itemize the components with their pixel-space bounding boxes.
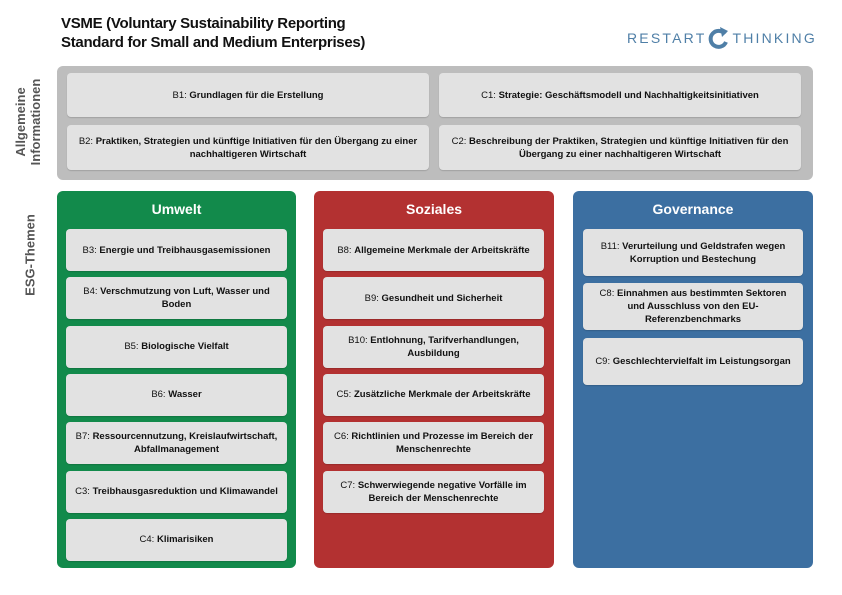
logo-text-left: RESTART — [627, 30, 707, 46]
topic-card: C8: Einnahmen aus bestimmten Sektoren un… — [583, 283, 803, 330]
topic-card: B3: Energie und Treibhausgasemissionen — [66, 229, 287, 271]
topic-text: Geschlechtervielfalt im Leistungsorgan — [612, 356, 791, 367]
topic-label: B5: Biologische Vielfalt — [124, 340, 228, 353]
topic-text: Zusätzliche Merkmale der Arbeitskräfte — [353, 389, 531, 401]
topic-code: C4: — [139, 534, 157, 546]
topic-label: B3: Energie und Treibhausgasemissionen — [83, 244, 271, 257]
topic-card: C2: Beschreibung der Praktiken, Strategi… — [439, 125, 801, 170]
topic-text: Allgemeine Merkmale der Arbeitskräfte — [354, 244, 530, 256]
topic-card: B10: Entlohnung, Tarifverhandlungen, Aus… — [323, 325, 544, 368]
topic-code: B2: — [78, 135, 96, 147]
topic-card: C7: Schwerwiegende negative Vorfälle im … — [323, 470, 544, 513]
logo-text-right: THINKING — [732, 30, 817, 46]
topic-code: B6: — [151, 389, 169, 401]
topic-label: C5: Zusätzliche Merkmale der Arbeitskräf… — [337, 388, 531, 401]
topic-label: B1: Grundlagen für die Erstellung — [173, 89, 324, 102]
topic-code: C2: — [451, 135, 470, 147]
topic-card: B7: Ressourcennutzung, Kreislaufwirtscha… — [66, 422, 287, 465]
topic-card: C9: Geschlechtervielfalt im Leistungsorg… — [583, 338, 803, 385]
topic-text: Treibhausgasreduktion und Klimawandel — [92, 486, 278, 497]
topic-label: B6: Wasser — [151, 388, 201, 401]
topic-card: B1: Grundlagen für die Erstellung — [67, 73, 429, 117]
topic-card: C5: Zusätzliche Merkmale der Arbeitskräf… — [323, 373, 544, 416]
topic-code: B4: — [83, 286, 101, 298]
topic-label: C8: Einnahmen aus bestimmten Sektoren un… — [591, 287, 795, 326]
topic-label: B2: Praktiken, Strategien und künftige I… — [75, 135, 421, 161]
topic-code: B8: — [337, 244, 355, 256]
logo: RESTART THINKING — [627, 26, 817, 50]
topic-text: Gesundheit und Sicherheit — [381, 292, 503, 304]
title-line: VSME (Voluntary Sustainability Reporting — [61, 15, 346, 32]
topic-text: Klimarisiken — [156, 534, 214, 546]
topic-label: C7: Schwerwiegende negative Vorfälle im … — [331, 479, 536, 505]
topic-label: C6: Richtlinien und Prozesse im Bereich … — [331, 430, 536, 456]
topic-label: B9: Gesundheit und Sicherheit — [365, 292, 503, 305]
topic-code: C3: — [75, 486, 93, 497]
topic-label: C4: Klimarisiken — [140, 533, 214, 546]
topic-label: C3: Treibhausgasreduktion und Klimawande… — [75, 485, 278, 498]
topic-text: Grundlagen für die Erstellung — [189, 89, 324, 101]
circular-arrow-icon — [709, 27, 729, 49]
topic-text: Wasser — [168, 389, 202, 401]
topic-code: B9: — [364, 292, 382, 304]
topic-card: C4: Klimarisiken — [66, 518, 287, 561]
topic-text: Energie und Treibhausgasemissionen — [99, 244, 271, 256]
topic-card: C6: Richtlinien und Prozesse im Bereich … — [323, 422, 544, 465]
side-label-esg: ESG-Themen — [22, 214, 38, 296]
topic-code: B5: — [124, 341, 142, 353]
topic-code: B11: — [600, 240, 623, 252]
topic-card: B5: Biologische Vielfalt — [66, 325, 287, 368]
topic-label: B10: Entlohnung, Tarifverhandlungen, Aus… — [331, 334, 536, 360]
topic-text: Biologische Vielfalt — [141, 341, 229, 353]
topic-label: B8: Allgemeine Merkmale der Arbeitskräft… — [337, 244, 529, 257]
topic-card: C3: Treibhausgasreduktion und Klimawande… — [66, 470, 287, 513]
topic-text: Strategie: Geschäftsmodell und Nachhalti… — [498, 89, 759, 101]
topic-text: Beschreibung der Praktiken, Strategien u… — [469, 135, 789, 160]
topic-code: C8: — [599, 288, 617, 299]
column-title: Soziales — [405, 201, 463, 217]
topic-code: B1: — [172, 89, 190, 101]
topic-label: C1: Strategie: Geschäftsmodell und Nachh… — [481, 89, 759, 102]
topic-text: Verschmutzung von Luft, Wasser und Boden — [100, 286, 270, 311]
column-title: Umwelt — [151, 201, 202, 217]
topic-card: C1: Strategie: Geschäftsmodell und Nachh… — [439, 73, 801, 117]
column-title: Governance — [652, 201, 734, 217]
side-label-general: Allgemeine Informationen — [13, 79, 43, 166]
topic-code: C7: — [340, 479, 358, 491]
topic-code: C1: — [481, 89, 499, 101]
topic-text: Verurteilung und Geldstrafen wegen Korru… — [622, 240, 786, 265]
topic-code: C5: — [336, 389, 354, 401]
topic-text: Richtlinien und Prozesse im Bereich der … — [351, 431, 534, 456]
topic-code: C9: — [595, 356, 613, 367]
topic-label: C2: Beschreibung der Praktiken, Strategi… — [447, 135, 793, 161]
side-label-line: Allgemeine — [13, 87, 28, 157]
topic-text: Entlohnung, Tarifverhandlungen, Ausbildu… — [370, 334, 519, 359]
topic-card: B4: Verschmutzung von Luft, Wasser und B… — [66, 277, 287, 320]
topic-label: B11: Verurteilung und Geldstrafen wegen … — [591, 240, 795, 266]
title-line: Standard for Small and Medium Enterprise… — [61, 34, 366, 51]
topic-label: B4: Verschmutzung von Luft, Wasser und B… — [74, 285, 279, 311]
topic-card: B2: Praktiken, Strategien und künftige I… — [67, 125, 429, 170]
topic-code: B10: — [348, 334, 371, 346]
page-title: VSME (Voluntary Sustainability Reporting… — [61, 14, 365, 52]
topic-code: C6: — [333, 431, 352, 443]
topic-label: B7: Ressourcennutzung, Kreislaufwirtscha… — [74, 430, 279, 456]
topic-card: B6: Wasser — [66, 373, 287, 416]
topic-code: B3: — [82, 244, 100, 256]
topic-card: B9: Gesundheit und Sicherheit — [323, 277, 544, 320]
topic-text: Ressourcennutzung, Kreislaufwirtschaft, … — [92, 431, 278, 456]
topic-code: B7: — [75, 431, 93, 443]
topic-text: Einnahmen aus bestimmten Sektoren und Au… — [616, 288, 787, 325]
topic-text: Schwerwiegende negative Vorfälle im Bere… — [357, 479, 527, 504]
topic-text: Praktiken, Strategien und künftige Initi… — [95, 135, 418, 160]
side-label-line: Informationen — [28, 78, 43, 166]
topic-card: B8: Allgemeine Merkmale der Arbeitskräft… — [323, 229, 544, 271]
topic-card: B11: Verurteilung und Geldstrafen wegen … — [583, 229, 803, 276]
topic-label: C9: Geschlechtervielfalt im Leistungsorg… — [595, 355, 790, 368]
